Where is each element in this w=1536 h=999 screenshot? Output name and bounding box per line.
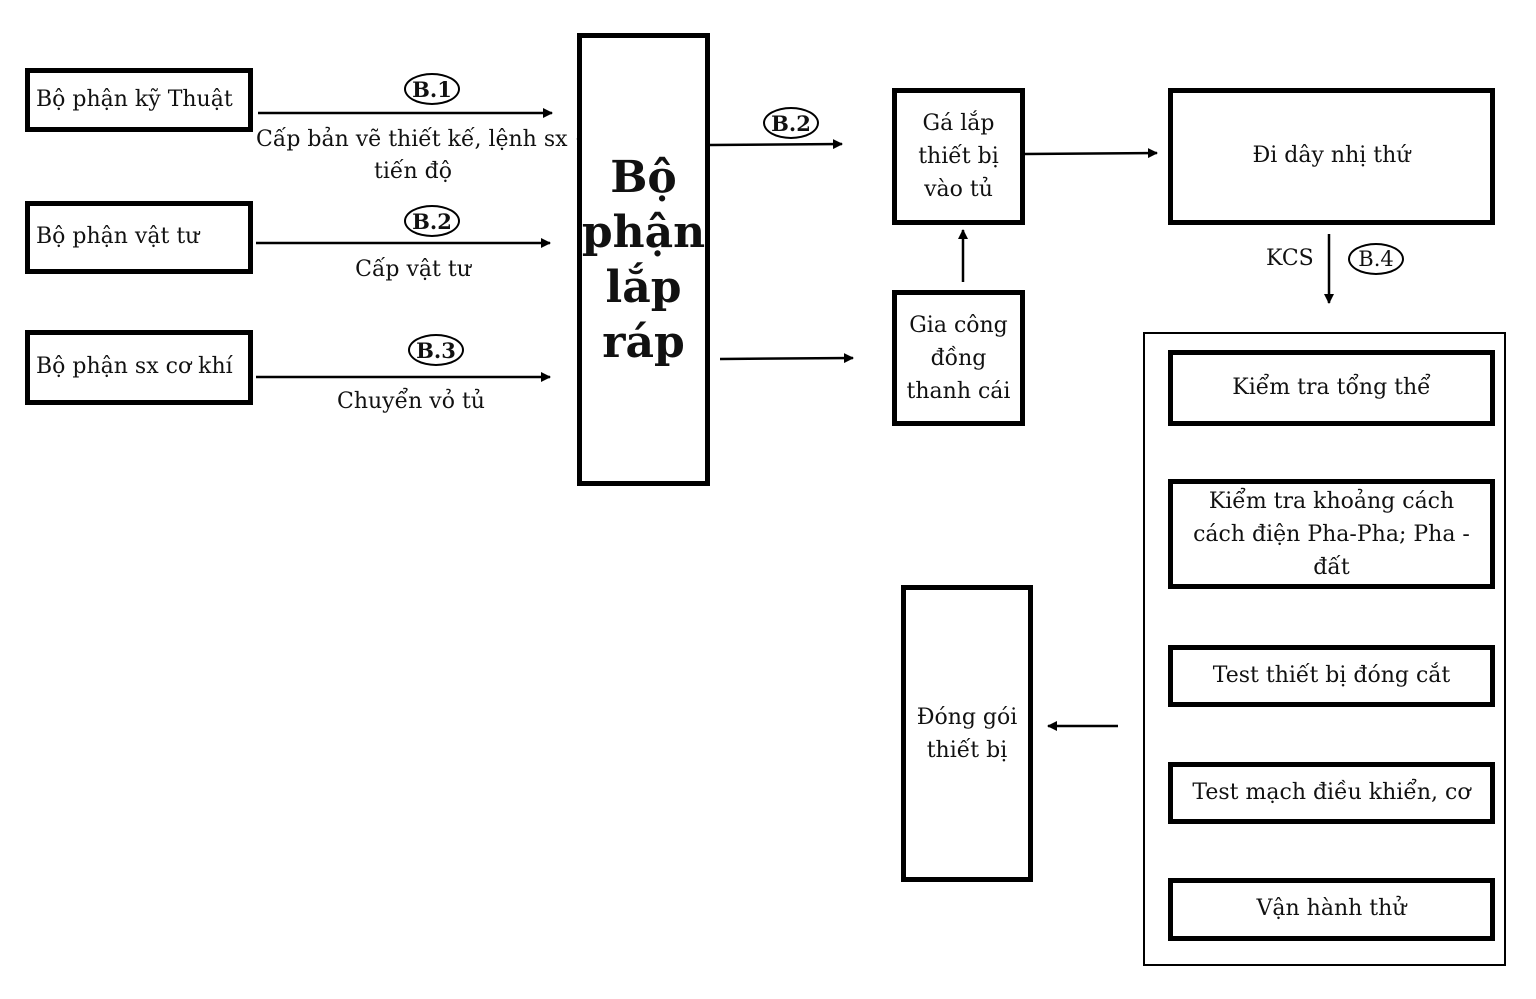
check-label: Kiểm tra tổng thể	[1232, 374, 1431, 400]
check-item-trial-run: Vận hành thử	[1168, 878, 1495, 941]
check-line: Kiểm tra khoảng cách	[1208, 488, 1455, 514]
assembly-line: phận	[581, 206, 706, 258]
box-line: thiết bị	[918, 144, 999, 169]
packing-box: Đóng gói thiết bị	[901, 585, 1033, 882]
check-line: đất	[1313, 554, 1350, 580]
arrow-assembly-to-busbar	[719, 353, 854, 364]
box-line: Đóng gói	[916, 704, 1018, 730]
badge-b1: B.1	[404, 73, 460, 105]
check-item-insulation: Kiểm tra khoảng cách cách điện Pha-Pha; …	[1168, 479, 1495, 589]
box-line: Gia công	[909, 312, 1008, 338]
check-line: cách điện Pha-Pha; Pha -	[1193, 521, 1470, 547]
box-line: thanh cái	[906, 378, 1011, 404]
box-label: Đi dây nhị thứ	[1252, 143, 1411, 169]
source-label: Bộ phận kỹ Thuật	[36, 86, 233, 112]
assembly-department-box: Bộ phận lắp ráp	[577, 33, 710, 486]
caption-line: tiến độ	[374, 158, 452, 184]
busbar-processing-box: Gia công đồng thanh cái	[892, 290, 1025, 426]
source-box-engineering: Bộ phận kỹ Thuật	[25, 68, 253, 132]
assembly-line: ráp	[602, 316, 685, 368]
box-line: thiết bị	[926, 737, 1008, 763]
source-label: Bộ phận vật tư	[36, 224, 200, 250]
check-item-overall: Kiểm tra tổng thể	[1168, 350, 1495, 426]
badge-b2: B.2	[404, 205, 460, 237]
source-box-materials: Bộ phận vật tư	[25, 201, 253, 274]
source-box-mechanical: Bộ phận sx cơ khí	[25, 330, 253, 405]
secondary-wiring-box: Đi dây nhị thứ	[1168, 88, 1495, 225]
kcs-label: KCS	[1266, 246, 1314, 271]
badge-b3: B.3	[408, 334, 464, 366]
flow-caption-b1: Cấp bản vẽ thiết kế, lệnh sx + tiến độ	[256, 124, 593, 188]
flow-caption-b2: Cấp vật tư	[355, 257, 471, 282]
badge-assembly-out: B.2	[763, 107, 819, 139]
box-line: vào tủ	[924, 177, 993, 202]
check-item-control-circuit-test: Test mạch điều khiển, cơ	[1168, 762, 1495, 824]
source-label: Bộ phận sx cơ khí	[36, 354, 233, 380]
box-line: Gá lắp	[922, 111, 995, 136]
arrow-assembly-to-mount	[709, 139, 843, 150]
arrow-mount-to-wiring	[1023, 148, 1158, 159]
check-item-switchgear-test: Test thiết bị đóng cắt	[1168, 645, 1495, 707]
box-line: đồng	[930, 345, 987, 371]
assembly-line: lắp	[605, 261, 682, 313]
check-label: Test thiết bị đóng cắt	[1212, 662, 1451, 688]
check-label: Test mạch điều khiển, cơ	[1192, 779, 1471, 805]
mount-equipment-box: Gá lắp thiết bị vào tủ	[892, 88, 1025, 225]
flow-caption-b3: Chuyển vỏ tủ	[337, 389, 485, 414]
caption-line: Cấp bản vẽ thiết kế, lệnh sx +	[256, 127, 593, 152]
check-label: Vận hành thử	[1256, 896, 1407, 922]
assembly-line: Bộ	[610, 151, 677, 203]
badge-b4: B.4	[1348, 243, 1404, 275]
